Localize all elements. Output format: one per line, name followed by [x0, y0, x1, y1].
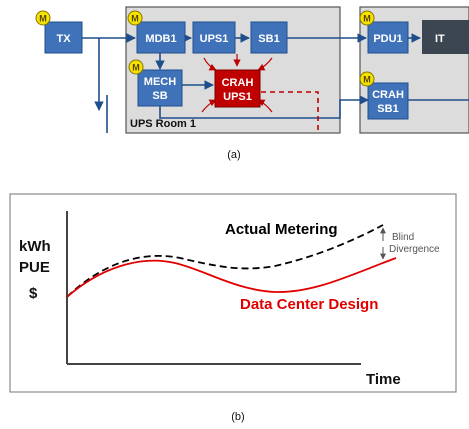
annotation-divergence: Divergence	[389, 244, 440, 255]
meter-badge-mech-sb: M	[128, 59, 144, 75]
box-sb1-label: SB1	[258, 33, 279, 45]
box-crah-ups1-label-1: CRAH	[222, 77, 254, 89]
caption-b: (b)	[231, 411, 244, 423]
box-mdb1: MDB1	[136, 21, 186, 54]
heat-arrow	[203, 57, 217, 71]
svg-text:M: M	[131, 14, 139, 24]
box-ups1: UPS1	[192, 21, 236, 54]
box-it-partial: IT	[422, 20, 469, 54]
caption-a: (a)	[227, 149, 240, 161]
box-mech-sb: MECH SB	[137, 69, 183, 107]
figure-b-frame	[9, 193, 457, 393]
box-mech-sb-label-2: SB	[152, 90, 167, 102]
box-pdu1-label: PDU1	[373, 33, 402, 45]
y-label-pue: PUE	[19, 259, 50, 276]
box-pdu1: PDU1	[367, 21, 409, 54]
annotation-data-center-design: Data Center Design	[240, 296, 378, 313]
y-label-dollar: $	[29, 285, 38, 302]
wire-room-to-crah-sb1	[159, 95, 369, 119]
box-crah-ups1-label-2: UPS1	[223, 91, 252, 103]
heat-arrow	[257, 57, 273, 71]
curve-data-center-design	[66, 257, 397, 298]
box-crah-sb1: CRAH SB1	[367, 82, 409, 120]
annotation-actual-metering: Actual Metering	[225, 221, 338, 238]
box-crah-ups1: CRAH UPS1	[214, 69, 261, 108]
box-crah-sb1-label-2: SB1	[377, 103, 398, 115]
svg-text:M: M	[363, 75, 371, 85]
box-it-label: IT	[435, 33, 445, 45]
box-mdb1-label: MDB1	[145, 33, 176, 45]
curve-actual-metering	[66, 224, 384, 298]
meter-badge-pdu1: M	[359, 10, 375, 26]
x-label-time: Time	[366, 371, 401, 388]
box-ups1-label: UPS1	[200, 33, 229, 45]
box-tx-label: TX	[56, 33, 71, 45]
svg-text:M: M	[132, 63, 140, 73]
meter-badge-tx: M	[35, 10, 51, 26]
box-crah-sb1-label-1: CRAH	[372, 89, 404, 101]
svg-text:M: M	[363, 14, 371, 24]
room-label-ups-room-1: UPS Room 1	[130, 118, 196, 130]
y-label-kwh: kWh	[19, 238, 51, 255]
cooling-dashed-link	[261, 91, 319, 133]
figure-b-diagram: kWh PUE $ Time Blind Divergence Actual M…	[9, 193, 457, 423]
meter-badge-mdb1: M	[127, 10, 143, 26]
meter-badge-crah-sb1: M	[359, 71, 375, 87]
box-tx: TX	[44, 21, 83, 54]
figure-a-diagram: UPS Room 1 TX	[35, 6, 469, 161]
box-sb1: SB1	[250, 21, 288, 54]
power-wiring	[82, 33, 469, 133]
box-mech-sb-label-1: MECH	[144, 76, 176, 88]
svg-text:M: M	[39, 14, 47, 24]
annotation-blind: Blind	[392, 232, 414, 243]
